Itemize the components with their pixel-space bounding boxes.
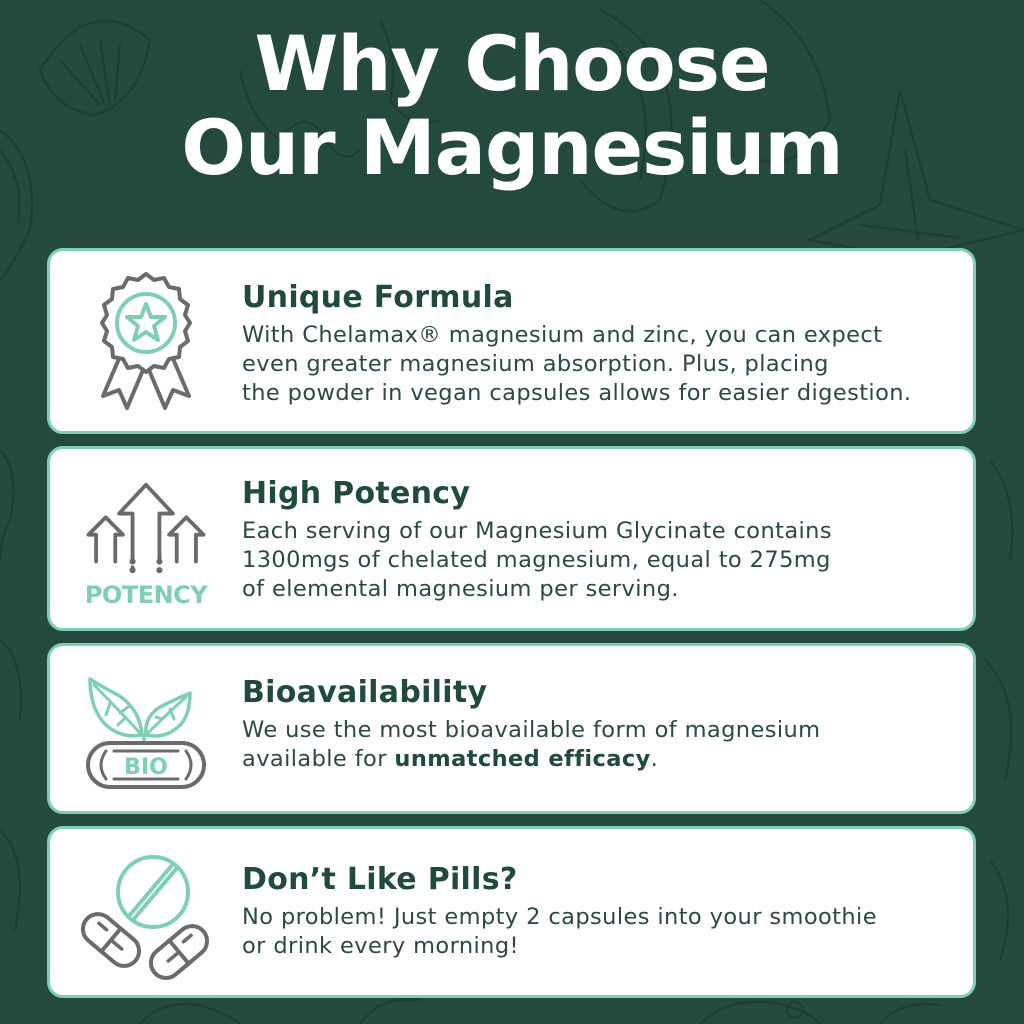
emphasis-text: unmatched efficacy <box>394 746 651 772</box>
card-heading: High Potency <box>242 476 471 511</box>
description-line-suffix: . <box>650 746 659 772</box>
description-line: the powder in vegan capsules allows for … <box>242 380 912 406</box>
description-line: We use the most bioavailable form of mag… <box>242 717 821 743</box>
card-description: With Chelamax® magnesium and zinc, you c… <box>242 321 953 408</box>
svg-text:BIO: BIO <box>124 755 168 780</box>
potency-arrows-icon: POTENCY <box>76 479 216 609</box>
award-ribbon-star-icon <box>76 263 216 419</box>
title-line-2: Our Magnesium <box>181 103 843 192</box>
card-heading: Don’t Like Pills? <box>242 862 518 897</box>
pills-capsules-icon <box>76 847 216 983</box>
potency-label: POTENCY <box>84 581 208 609</box>
card-description: Each serving of our Magnesium Glycinate … <box>242 517 953 604</box>
title-line-1: Why Choose <box>254 19 770 108</box>
card-heading: Bioavailability <box>242 675 488 710</box>
description-line: No problem! Just empty 2 capsules into y… <box>242 904 877 930</box>
card-description: No problem! Just empty 2 capsules into y… <box>242 903 953 961</box>
description-line: or drink every morning! <box>242 933 519 959</box>
page-title: Why Choose Our Magnesium <box>0 22 1024 190</box>
description-line: With Chelamax® magnesium and zinc, you c… <box>242 322 883 348</box>
description-line: Each serving of our Magnesium Glycinate … <box>242 518 832 544</box>
card-heading: Unique Formula <box>242 280 514 315</box>
feature-card-bioavailability: BIO Bioavailability We use the most bioa… <box>47 643 976 814</box>
bio-leaves-icon: BIO <box>76 666 216 796</box>
description-line: of elemental magnesium per serving. <box>242 576 679 602</box>
description-line: available for <box>242 746 395 772</box>
description-line: even greater magnesium absorption. Plus,… <box>242 351 829 377</box>
card-description: We use the most bioavailable form of mag… <box>242 716 953 774</box>
feature-card-unique-formula: Unique Formula With Chelamax® magnesium … <box>47 248 976 434</box>
description-line: 1300mgs of chelated magnesium, equal to … <box>242 547 831 573</box>
feature-card-dont-like-pills: Don’t Like Pills? No problem! Just empty… <box>47 826 976 998</box>
feature-card-high-potency: POTENCY High Potency Each serving of our… <box>47 446 976 631</box>
